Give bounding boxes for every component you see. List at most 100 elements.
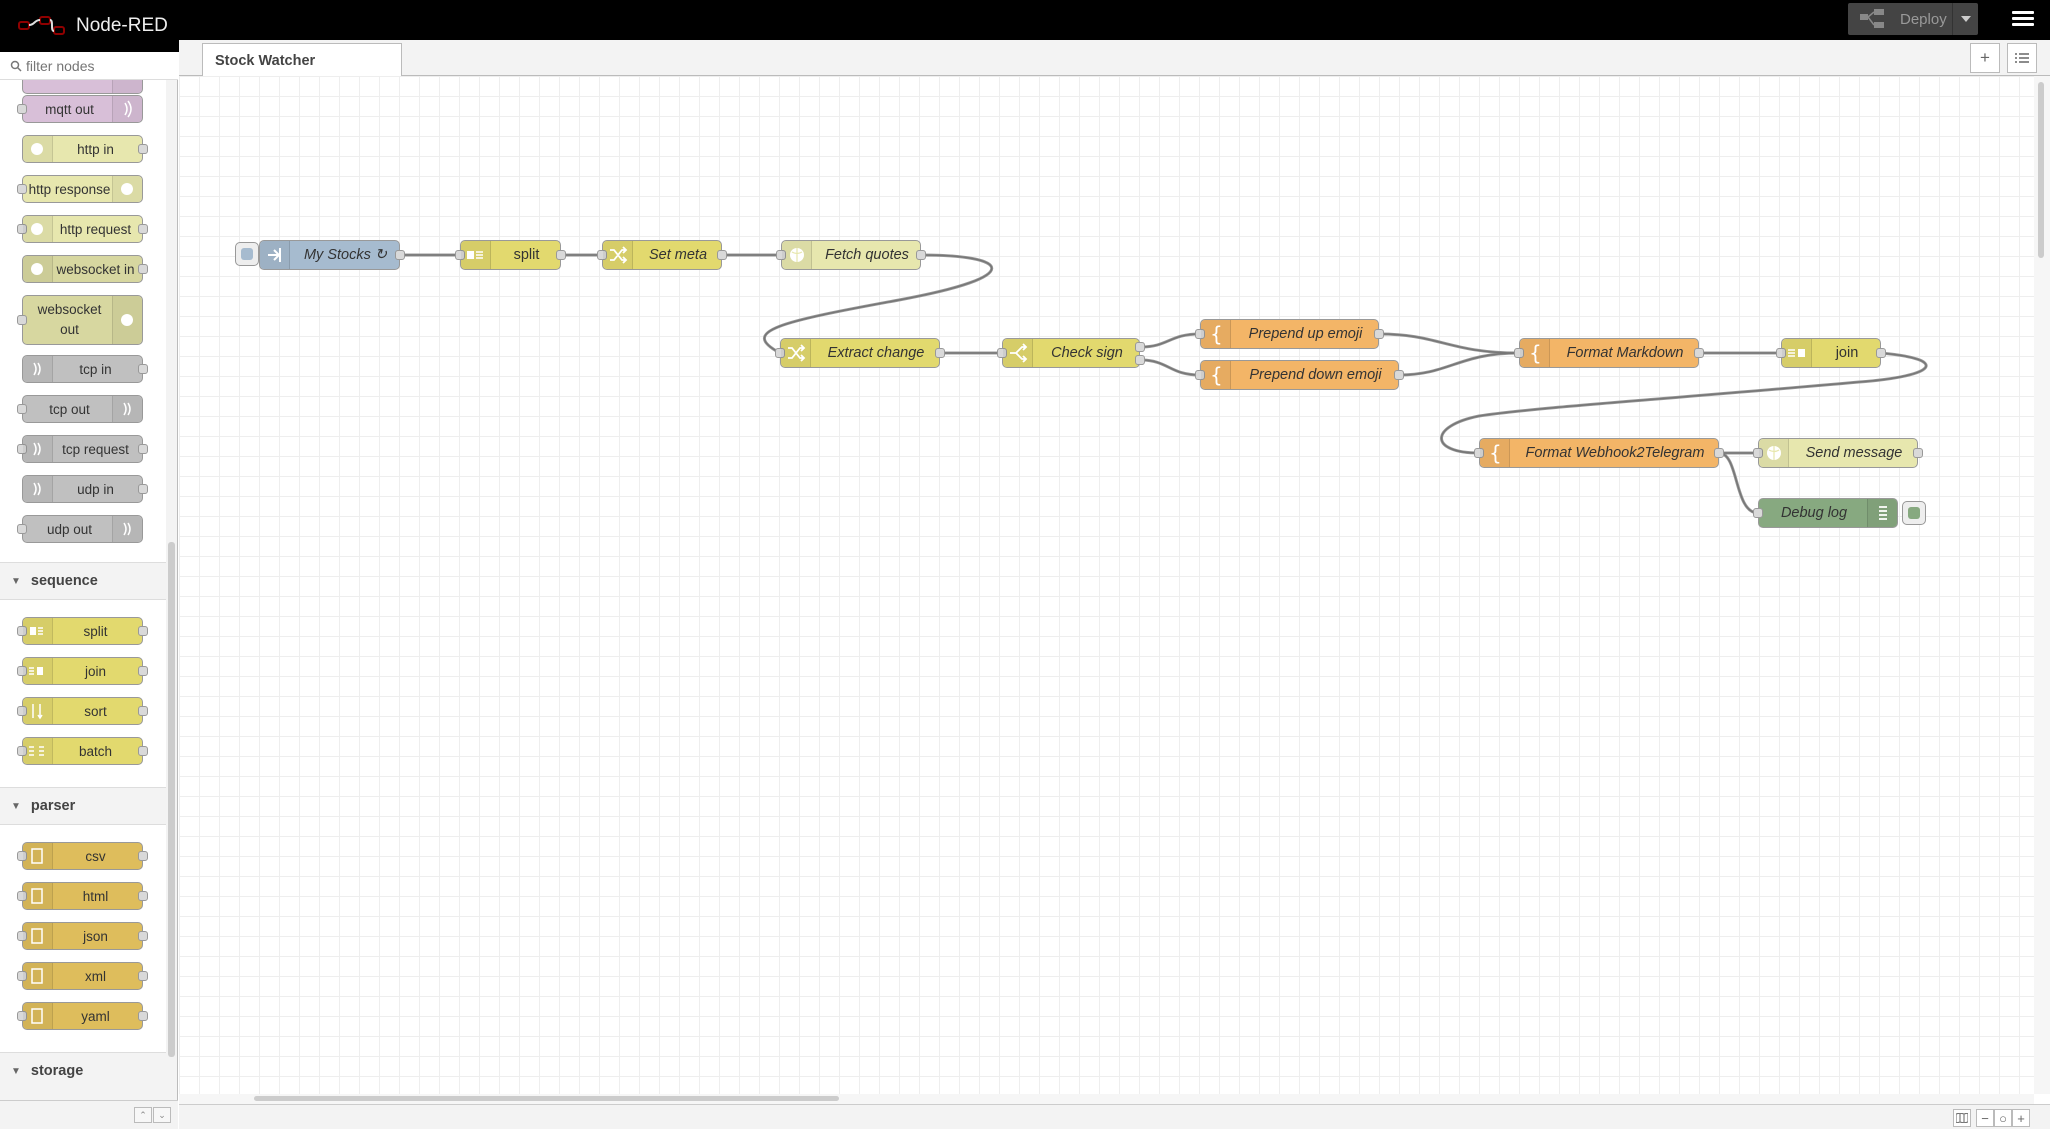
- input-port[interactable]: [455, 250, 465, 260]
- zoom-reset-icon[interactable]: ○: [1994, 1109, 2012, 1127]
- tab-stock-watcher[interactable]: Stock Watcher: [202, 43, 402, 77]
- inject-trigger-button[interactable]: [235, 242, 259, 266]
- scroll-thumb[interactable]: [2038, 82, 2044, 258]
- output-port[interactable]: [1374, 329, 1384, 339]
- input-port[interactable]: [776, 250, 786, 260]
- flow-node-format-markdown[interactable]: { Format Markdown: [1514, 338, 1704, 368]
- palette-node-label: json: [83, 928, 108, 944]
- palette-node-udp-in[interactable]: udp in: [22, 475, 148, 503]
- output-port[interactable]: [1135, 355, 1145, 365]
- output-port[interactable]: [717, 250, 727, 260]
- output-port[interactable]: [1913, 448, 1923, 458]
- input-port[interactable]: [1753, 448, 1763, 458]
- output-port[interactable]: [1876, 348, 1886, 358]
- input-port[interactable]: [997, 348, 1007, 358]
- globe-icon: [23, 136, 53, 162]
- bridge-icon: [112, 516, 142, 542]
- search-icon: [10, 60, 22, 72]
- flow-node-fetch-quotes[interactable]: Fetch quotes: [776, 240, 926, 270]
- output-port[interactable]: [1135, 342, 1145, 352]
- flow-node-check-sign[interactable]: Check sign: [997, 338, 1145, 368]
- palette-node-tcp-out[interactable]: tcp out: [17, 395, 143, 423]
- navigator-map-icon[interactable]: [1953, 1109, 1971, 1127]
- workspace-horizontal-scrollbar[interactable]: [179, 1094, 2034, 1104]
- deploy-label: Deploy: [1900, 10, 1947, 28]
- input-port[interactable]: [1753, 508, 1763, 518]
- input-port[interactable]: [1514, 348, 1524, 358]
- palette-node-mqtt-out[interactable]: mqtt out: [17, 95, 143, 123]
- palette-node-csv[interactable]: csv: [17, 842, 148, 870]
- palette-node-http-in[interactable]: http in: [22, 135, 148, 163]
- palette-node-websocket-in[interactable]: websocket in: [22, 255, 148, 283]
- zoom-out-icon[interactable]: −: [1976, 1109, 1994, 1127]
- input-port[interactable]: [1195, 370, 1205, 380]
- palette-category-parser[interactable]: ▼ parser: [0, 787, 166, 825]
- input-port[interactable]: [1195, 329, 1205, 339]
- palette-footer: ⌃ ⌄: [0, 1100, 178, 1129]
- flow-node-debug-log[interactable]: Debug log: [1753, 498, 1898, 528]
- palette-node-xml[interactable]: xml: [17, 962, 148, 990]
- palette-category-sequence[interactable]: ▼ sequence: [0, 562, 166, 600]
- flow-node-set-meta[interactable]: Set meta: [597, 240, 727, 270]
- hamburger-line: [2012, 23, 2034, 26]
- zoom-in-icon[interactable]: +: [2012, 1109, 2030, 1127]
- palette-node-html[interactable]: html: [17, 882, 148, 910]
- collapse-all-icon[interactable]: ⌃: [134, 1107, 152, 1123]
- palette-node-join[interactable]: join: [17, 657, 148, 685]
- palette-node-batch[interactable]: batch: [17, 737, 148, 765]
- input-port[interactable]: [775, 348, 785, 358]
- flow-node-prepend-up-emoji[interactable]: { Prepend up emoji: [1195, 319, 1384, 349]
- input-port[interactable]: [1776, 348, 1786, 358]
- input-port: [17, 971, 27, 981]
- palette-node-http-response[interactable]: http response: [17, 175, 143, 203]
- output-port[interactable]: [916, 250, 926, 260]
- main-menu-button[interactable]: [2008, 8, 2038, 30]
- flow-node-split[interactable]: split: [455, 240, 566, 270]
- input-port[interactable]: [597, 250, 607, 260]
- flow-node-format-webhook2telegram[interactable]: { Format Webhook2Telegram: [1474, 438, 1724, 468]
- flow-canvas[interactable]: My Stocks ↻ split Set meta Fetch quotes …: [179, 76, 2034, 1094]
- input-port[interactable]: [1474, 448, 1484, 458]
- palette-node-json[interactable]: json: [17, 922, 148, 950]
- flow-node-extract-change[interactable]: Extract change: [775, 338, 945, 368]
- palette-scrollbar[interactable]: [168, 542, 175, 1057]
- debug-toggle-button[interactable]: [1902, 501, 1926, 525]
- output-port[interactable]: [395, 250, 405, 260]
- palette-node-label: http request: [59, 221, 132, 237]
- palette-node-split[interactable]: split: [17, 617, 148, 645]
- flow-node-my-stocks[interactable]: My Stocks ↻: [259, 240, 405, 270]
- palette-node-http-request[interactable]: http request: [17, 215, 148, 243]
- palette-node-mqtt-in[interactable]: [22, 80, 143, 94]
- palette-node-sort[interactable]: sort: [17, 697, 148, 725]
- palette-category-storage[interactable]: ▼ storage: [0, 1052, 166, 1080]
- palette-node-yaml[interactable]: yaml: [17, 1002, 148, 1030]
- flow-node-prepend-down-emoji[interactable]: { Prepend down emoji: [1195, 360, 1404, 390]
- palette-node-tcp-in[interactable]: tcp in: [22, 355, 148, 383]
- node-label: Fetch quotes: [825, 247, 909, 263]
- output-port[interactable]: [556, 250, 566, 260]
- list-icon[interactable]: [2007, 43, 2037, 73]
- expand-all-icon[interactable]: ⌄: [153, 1107, 171, 1123]
- scroll-thumb[interactable]: [254, 1096, 839, 1101]
- flow-node-send-message[interactable]: Send message: [1753, 438, 1923, 468]
- deploy-menu-caret-icon[interactable]: [1952, 3, 1978, 35]
- palette-node-tcp-request[interactable]: tcp request: [17, 435, 148, 463]
- node-label: Send message: [1805, 445, 1903, 461]
- output-port[interactable]: [1394, 370, 1404, 380]
- palette-filter-input[interactable]: [26, 57, 166, 74]
- deploy-button[interactable]: Deploy: [1848, 3, 1978, 35]
- palette-node-label: tcp in: [79, 361, 112, 377]
- workspace-vertical-scrollbar[interactable]: [2034, 76, 2050, 1094]
- globe-icon: [23, 256, 53, 282]
- flow-node-join[interactable]: join: [1776, 338, 1886, 368]
- palette-node-label: http response: [28, 181, 111, 197]
- output-port[interactable]: [1694, 348, 1704, 358]
- plus-icon[interactable]: +: [1970, 43, 2000, 73]
- input-port: [17, 444, 27, 454]
- output-port[interactable]: [935, 348, 945, 358]
- output-port[interactable]: [1714, 448, 1724, 458]
- shuffle-icon: [603, 241, 633, 269]
- palette-node-udp-out[interactable]: udp out: [17, 515, 143, 543]
- palette-node-websocket-out[interactable]: websocket out: [17, 295, 143, 345]
- template-brace-icon: {: [1201, 361, 1231, 389]
